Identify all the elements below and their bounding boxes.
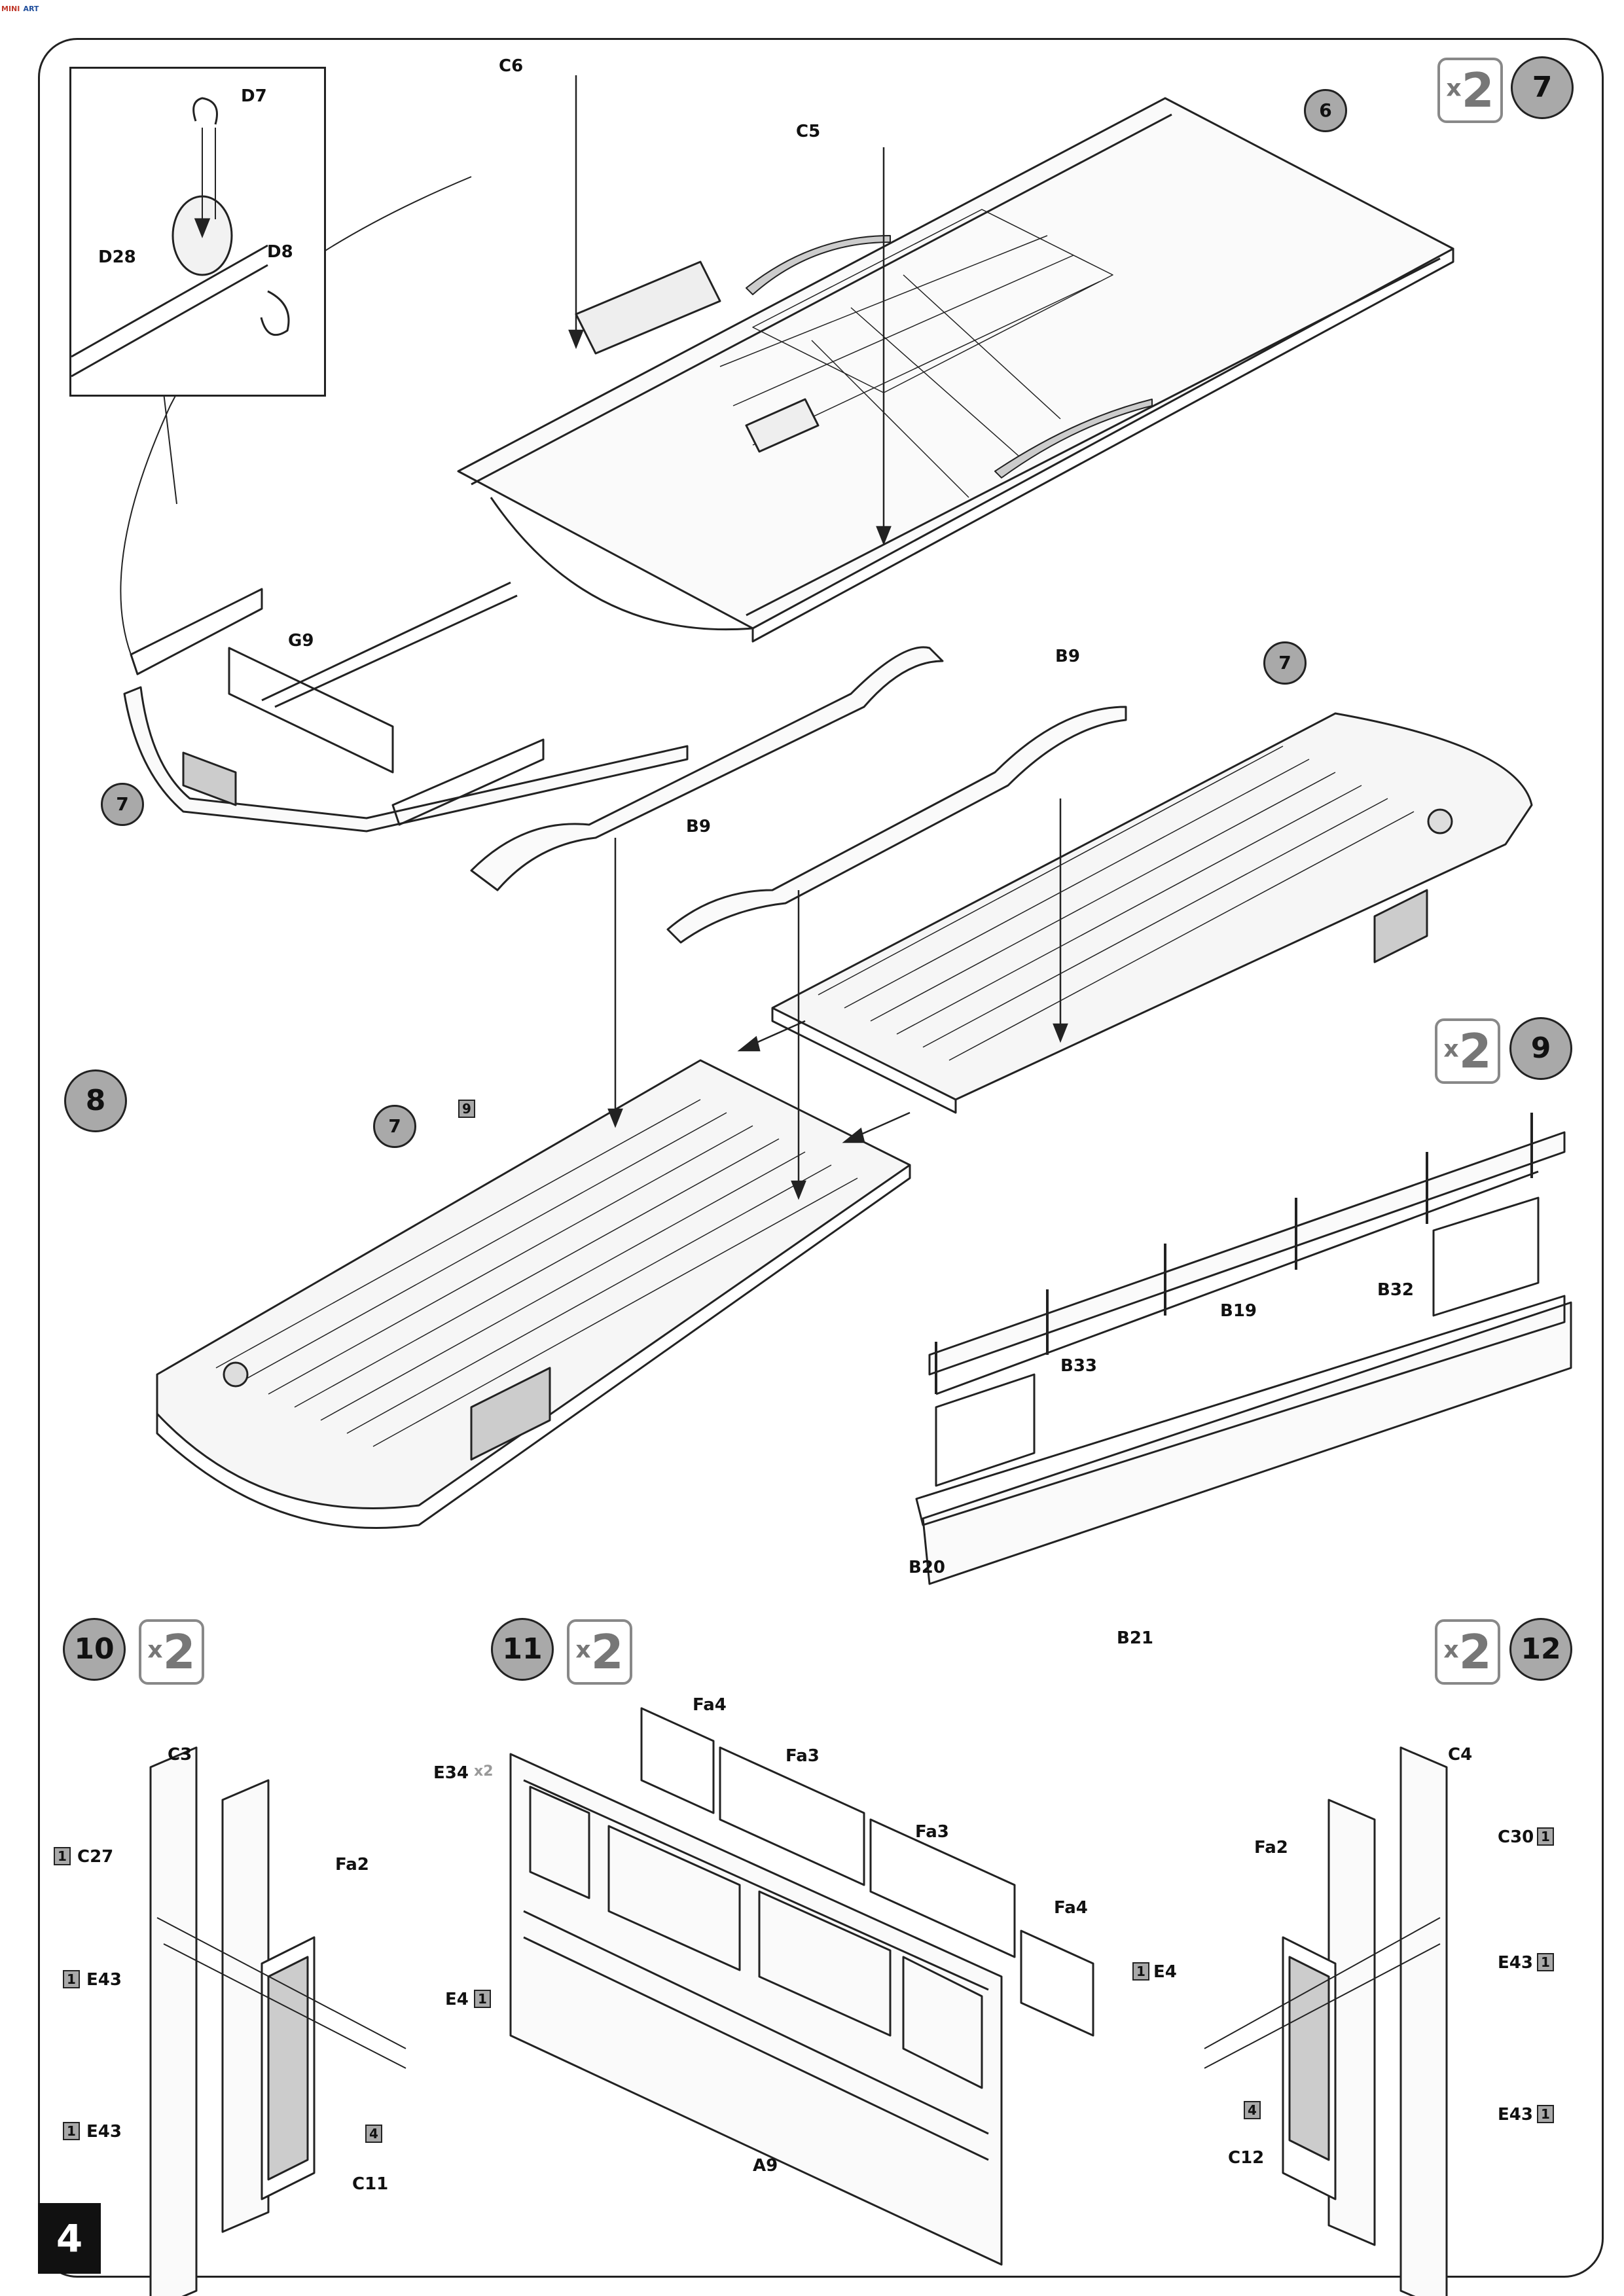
sprue-tag: 4 (1244, 2101, 1261, 2119)
sprue-tag: 1 (1537, 2105, 1554, 2123)
step-number-12: 12 (1509, 1618, 1572, 1681)
part-label-fa3-a: Fa3 (785, 1746, 820, 1766)
quantity-box-step10: x2 (139, 1619, 204, 1685)
part-label-c3: C3 (168, 1745, 192, 1765)
part-label-e43-d: E43 (1498, 2105, 1533, 2125)
part-label-fa3-b: Fa3 (915, 1822, 949, 1842)
part-label-c6: C6 (499, 56, 524, 76)
fender-b9-left (470, 646, 944, 891)
part-label-fa2-left: Fa2 (335, 1855, 369, 1874)
part-label-b19: B19 (1220, 1301, 1257, 1321)
part-label-d7: D7 (241, 86, 267, 106)
part-label-e34: E34 (433, 1763, 469, 1783)
part-label-c27: C27 (77, 1847, 114, 1867)
part-label-e4-right: E4 (1153, 1962, 1177, 1982)
quantity-box-step12: x2 (1435, 1619, 1500, 1685)
quantity-box-step11: x2 (567, 1619, 632, 1685)
part-label-e43-a: E43 (86, 1970, 122, 1990)
quantity-box-step7: x2 (1437, 58, 1503, 123)
e34-quantity: x2 (474, 1763, 494, 1780)
coupling-detail-drawing (71, 97, 290, 378)
part-label-b20: B20 (909, 1558, 945, 1577)
part-label-g9: G9 (288, 631, 314, 651)
part-label-a9: A9 (753, 2156, 778, 2176)
fender-b9-right (666, 706, 1127, 944)
part-label-fa4-left: Fa4 (693, 1695, 727, 1715)
part-label-c30: C30 (1498, 1827, 1534, 1847)
sprue-tag: 1 (474, 1990, 491, 2008)
reference-circle-7: 7 (101, 783, 144, 826)
step-number-9: 9 (1509, 1017, 1572, 1080)
step-number-8: 8 (64, 1069, 127, 1132)
sprue-tag: 1 (1132, 1962, 1149, 1981)
chassis-frame-step7 (457, 97, 1454, 643)
sprue-tag: 1 (1537, 1953, 1554, 1971)
part-label-fa4-right: Fa4 (1054, 1898, 1088, 1918)
part-label-fa2-right: Fa2 (1254, 1838, 1288, 1857)
sprue-tag: 1 (54, 1847, 71, 1865)
part-label-b33: B33 (1060, 1356, 1097, 1376)
part-label-c5: C5 (796, 122, 821, 141)
sprue-tag: 9 (458, 1100, 475, 1118)
part-label-d8: D8 (267, 242, 293, 262)
part-label-b32: B32 (1377, 1280, 1414, 1300)
part-label-c12: C12 (1228, 2148, 1265, 2168)
quantity-box-step9: x2 (1435, 1018, 1500, 1084)
sprue-tag: 1 (63, 1970, 80, 1988)
part-label-b9-left: B9 (686, 817, 711, 836)
step-number-10: 10 (63, 1618, 126, 1681)
part-label-b9-right: B9 (1055, 647, 1080, 666)
sprue-tag: 4 (365, 2125, 382, 2143)
reference-circle-6: 6 (1304, 89, 1347, 132)
part-label-e43-b: E43 (86, 2122, 122, 2142)
detail-inset (69, 67, 326, 397)
part-label-c4: C4 (1448, 1745, 1473, 1765)
chassis-upper-step8 (771, 712, 1533, 1114)
sprue-tag: 1 (1537, 1827, 1554, 1846)
front-bumper-step7 (123, 581, 689, 833)
step-number-11: 11 (491, 1618, 554, 1681)
brand-logo: MINI ART (1, 5, 39, 13)
side-wall-step12 (1204, 1746, 1448, 2296)
part-label-d28: D28 (98, 247, 136, 267)
reference-circle-7: 7 (1263, 641, 1307, 685)
body-panel-step11 (509, 1707, 1094, 2266)
side-board-assembly-step9 (915, 1113, 1572, 1585)
chassis-lower-step8 (156, 808, 1453, 1529)
part-label-e4-left: E4 (445, 1990, 469, 2009)
part-label-b21: B21 (1117, 1628, 1153, 1648)
step-number-7: 7 (1511, 56, 1574, 119)
part-label-c11: C11 (352, 2174, 389, 2194)
sprue-tag: 1 (63, 2122, 80, 2140)
side-wall-step10 (149, 1746, 406, 2296)
part-label-e43-c: E43 (1498, 1953, 1533, 1973)
page-number: 4 (38, 2203, 101, 2274)
reference-circle-7: 7 (373, 1105, 416, 1148)
